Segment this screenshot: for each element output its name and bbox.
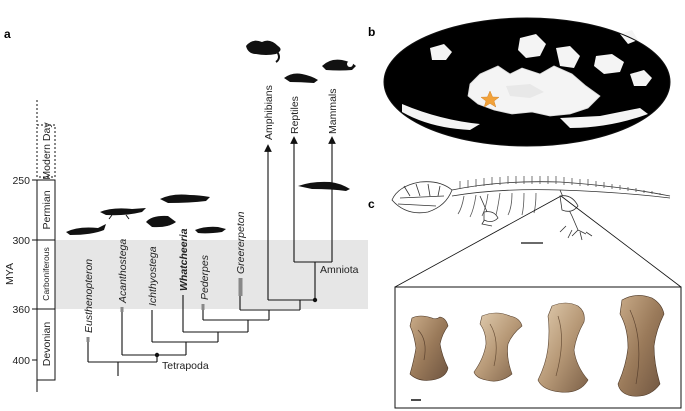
period-modern-day: Modern Day xyxy=(41,122,53,180)
zoom-line-left xyxy=(394,195,562,288)
silhouette-amphibian xyxy=(246,40,281,63)
tick-360: 360 xyxy=(12,304,30,316)
bone-specimens xyxy=(409,295,665,397)
locality-star xyxy=(480,90,500,108)
silhouette-acanthostega xyxy=(100,208,146,220)
crown-mammals: Mammals xyxy=(327,88,339,134)
period-permian: Permian xyxy=(41,190,53,229)
range-bar-eusthenopteron xyxy=(86,337,90,342)
panel-label-c: c xyxy=(368,197,375,211)
amniota-node xyxy=(312,297,318,303)
time-scale xyxy=(32,100,56,392)
tick-250: 250 xyxy=(12,175,30,187)
taxon-whatcheeria: Whatcheeria xyxy=(178,228,190,291)
range-bar-acanthostega xyxy=(120,307,124,312)
crown-amphibians: Amphibians xyxy=(263,85,275,140)
range-bar-greererpeton xyxy=(238,278,243,296)
silhouette-mammal xyxy=(322,59,356,71)
range-bar-pederpes xyxy=(201,304,205,310)
tick-400: 400 xyxy=(12,355,30,367)
taxon-eusthenopteron: Eusthenopteron xyxy=(83,259,95,333)
bone-specimen-4 xyxy=(617,295,665,397)
clade-amniota: Amniota xyxy=(320,264,359,276)
silhouette-pederpes xyxy=(195,226,226,234)
bone-specimen-2 xyxy=(473,312,523,382)
bone-specimen-3 xyxy=(537,302,589,393)
taxon-ichthyostega: Ichthyostega xyxy=(147,246,159,306)
paleogeographic-map xyxy=(383,17,671,147)
panel-label-a: a xyxy=(4,27,11,41)
period-devonian: Devonian xyxy=(41,322,53,367)
period-carboniferous: Carboniferous xyxy=(41,247,51,300)
crown-reptiles: Reptiles xyxy=(289,96,301,134)
taxon-greererpeton: Greererpeton xyxy=(235,211,247,274)
carboniferous-band xyxy=(38,240,368,309)
zoom-line-right xyxy=(560,195,682,288)
silhouette-reptile xyxy=(284,73,318,83)
tetrapoda-node xyxy=(154,352,160,358)
silhouette-eusthenopteron xyxy=(66,224,106,235)
axis-label-mya: MYA xyxy=(4,263,16,285)
taxon-pederpes: Pederpes xyxy=(199,254,211,300)
whatcheeria-skeleton xyxy=(391,176,671,241)
panel-label-b: b xyxy=(368,25,375,39)
silhouette-ichthyostega xyxy=(146,215,176,228)
taxon-acanthostega: Acanthostega xyxy=(117,239,129,304)
clade-tetrapoda: Tetrapoda xyxy=(162,360,209,372)
tick-300: 300 xyxy=(12,235,30,247)
silhouette-greererpeton xyxy=(298,181,350,191)
silhouette-whatcheeria xyxy=(160,194,210,203)
